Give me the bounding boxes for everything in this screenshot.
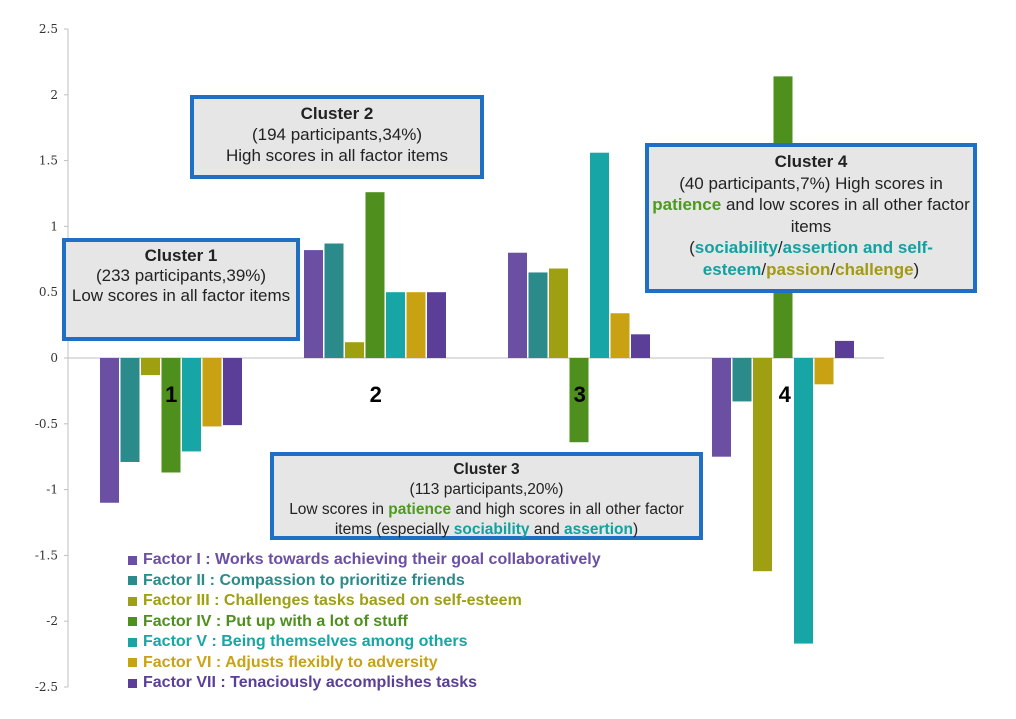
cluster-4-text-2: and low scores in all other factor items <box>721 195 970 236</box>
cluster-2-annotation: Cluster 2 (194 participants,34%) High sc… <box>190 95 484 179</box>
legend-label: Factor I : Works towards achieving their… <box>143 551 601 569</box>
y-tick-label: 1 <box>50 219 58 233</box>
legend-label: Factor IV : Put up with a lot of stuff <box>143 612 408 630</box>
y-tick-label: 2.5 <box>39 22 58 36</box>
category-label-2: 2 <box>370 382 382 407</box>
bar-series-4-cat-2 <box>365 192 385 358</box>
legend-label: Factor V : Being themselves among others <box>143 633 468 651</box>
bar-series-7-cat-2 <box>427 292 446 358</box>
cluster-4-text-3: ( <box>689 238 695 257</box>
bar-series-5-cat-1 <box>182 358 201 452</box>
cluster-2-description: High scores in all factor items <box>225 146 449 165</box>
bar-series-6-cat-3 <box>610 313 630 358</box>
cluster-3-text-2: and high scores in all other factor item… <box>334 501 684 538</box>
bar-series-5-cat-2 <box>386 292 405 358</box>
legend-swatch <box>128 576 137 586</box>
legend-item-6: Factor VI : Adjusts flexibly to adversit… <box>128 653 601 674</box>
cluster-3-sociability: sociability <box>453 521 530 538</box>
legend-swatch <box>128 637 137 647</box>
bar-series-2-cat-2 <box>324 243 344 358</box>
y-tick-label: 2 <box>50 88 58 102</box>
bar-series-2-cat-1 <box>120 358 140 462</box>
bar-series-4-cat-3 <box>569 358 589 443</box>
cluster-3-text-3: and <box>529 521 565 538</box>
category-label-4: 4 <box>779 382 792 407</box>
legend-item-4: Factor IV : Put up with a lot of stuff <box>128 612 601 633</box>
bar-series-5-cat-4 <box>794 358 813 644</box>
bar-series-6-cat-2 <box>406 292 426 358</box>
cluster-3-text-4: ) <box>632 521 639 538</box>
cluster-3-annotation: Cluster 3 (113 participants,20%) Low sco… <box>270 452 703 540</box>
category-labels: 1 2 3 4 <box>165 382 792 407</box>
cluster-2-participants: (194 participants,34%) <box>251 125 423 144</box>
cluster-1-description: Low scores in all factor items <box>71 286 291 305</box>
cluster-4-sep-2: / <box>761 259 767 279</box>
cluster-4-text-4: ) <box>913 259 920 279</box>
bar-series-5-cat-3 <box>590 152 609 358</box>
cluster-3-title: Cluster 3 <box>453 461 520 478</box>
bar-series-1-cat-1 <box>100 358 119 503</box>
category-label-3: 3 <box>574 382 586 407</box>
bar-series-1-cat-2 <box>304 250 323 358</box>
cluster-4-challenge: challenge <box>835 259 914 279</box>
cluster-4-patience: patience <box>652 195 722 214</box>
cluster-4-passion: passion <box>766 259 831 279</box>
cluster-3-participants: (113 participants,20%) <box>409 481 564 498</box>
legend-swatch <box>128 678 137 688</box>
legend-swatch <box>128 658 137 668</box>
cluster-1-annotation: Cluster 1 (233 participants,39%) Low sco… <box>62 238 300 341</box>
legend-swatch <box>128 596 137 606</box>
legend-label: Factor II : Compassion to prioritize fri… <box>143 571 465 589</box>
bar-series-7-cat-4 <box>835 340 854 358</box>
legend-item-5: Factor V : Being themselves among others <box>128 632 601 653</box>
bar-series-2-cat-3 <box>528 272 548 358</box>
bar-series-1-cat-3 <box>508 252 527 358</box>
legend-item-2: Factor II : Compassion to prioritize fri… <box>128 571 601 592</box>
y-tick-label: -1 <box>46 483 58 497</box>
y-axis-ticks: 2.5 2 1.5 1 0.5 0 -0.5 -1 -1.5 -2 -2.5 <box>35 22 68 694</box>
bar-series-2-cat-4 <box>732 358 752 402</box>
category-label-1: 1 <box>165 382 177 407</box>
legend-label: Factor III : Challenges tasks based on s… <box>143 592 522 610</box>
bar-series-6-cat-4 <box>814 358 834 385</box>
cluster-3-assertion: assertion <box>564 521 633 538</box>
legend-item-3: Factor III : Challenges tasks based on s… <box>128 591 601 612</box>
y-tick-label: -2.5 <box>35 680 58 694</box>
y-tick-label: -0.5 <box>35 417 58 431</box>
legend-swatch <box>128 617 137 627</box>
bar-series-4-cat-1 <box>161 358 181 473</box>
y-tick-label: 1.5 <box>39 154 58 168</box>
y-tick-label: 0.5 <box>39 285 58 299</box>
bar-series-7-cat-1 <box>223 358 242 426</box>
cluster-1-participants: (233 participants,39%) <box>95 266 267 285</box>
y-tick-label: 0 <box>50 351 58 365</box>
bar-series-6-cat-1 <box>202 358 222 427</box>
cluster-4-text-1: (40 participants,7%) High scores in <box>679 173 943 193</box>
legend-label: Factor VI : Adjusts flexibly to adversit… <box>143 653 438 671</box>
y-tick-label: -2 <box>46 614 58 628</box>
cluster-3-patience: patience <box>388 501 452 518</box>
cluster-4-sep-3: / <box>830 259 836 279</box>
bar-series-3-cat-3 <box>549 268 568 358</box>
bar-series-3-cat-4 <box>753 358 772 572</box>
bar-series-7-cat-3 <box>631 334 650 358</box>
bar-series-3-cat-2 <box>345 342 364 358</box>
chart-legend: Factor I : Works towards achieving their… <box>128 550 601 694</box>
legend-item-1: Factor I : Works towards achieving their… <box>128 550 601 571</box>
cluster-3-text-1: Low scores in <box>289 501 389 518</box>
cluster-2-title: Cluster 2 <box>300 104 374 123</box>
y-tick-label: -1.5 <box>35 548 58 562</box>
cluster-1-title: Cluster 1 <box>144 246 218 265</box>
cluster-4-sociability: sociability <box>694 238 778 257</box>
cluster-4-assertion: assertion and self-esteem <box>702 238 933 279</box>
legend-label: Factor VII : Tenaciously accomplishes ta… <box>143 674 478 692</box>
bar-series-3-cat-1 <box>141 358 160 376</box>
cluster-4-title: Cluster 4 <box>774 152 848 171</box>
cluster-4-annotation: Cluster 4 (40 participants,7%) High scor… <box>645 143 977 293</box>
cluster-4-sep-1: / <box>777 238 783 257</box>
legend-item-7: Factor VII : Tenaciously accomplishes ta… <box>128 673 601 694</box>
bar-series-1-cat-4 <box>712 358 731 457</box>
legend-swatch <box>128 555 137 565</box>
